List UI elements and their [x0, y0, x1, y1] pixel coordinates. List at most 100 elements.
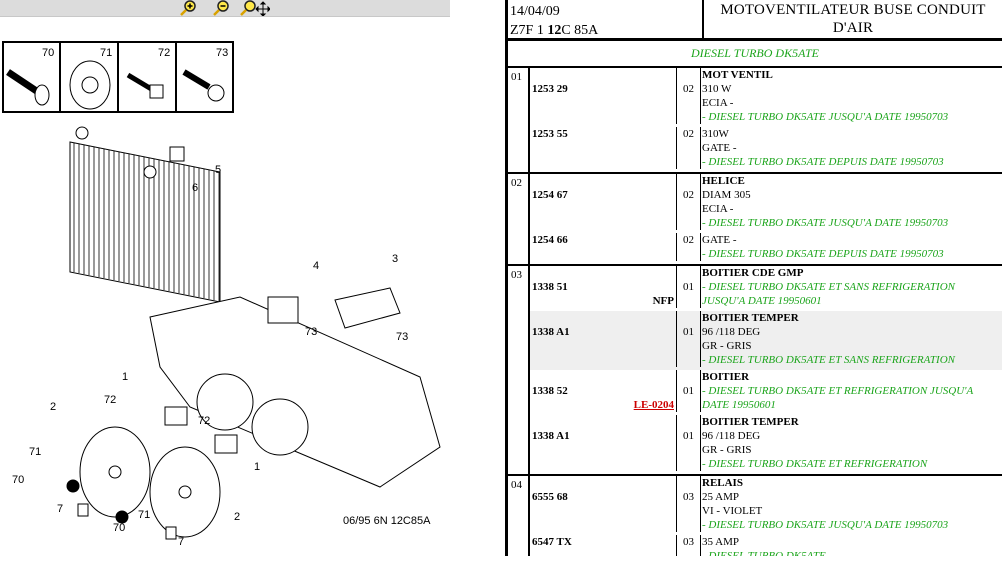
- callout-72b: 72: [198, 415, 210, 427]
- callout-5: 5: [215, 164, 221, 176]
- callout-72: 72: [104, 394, 116, 406]
- callout-70b: 70: [113, 522, 125, 534]
- callout-7b: 7: [178, 536, 184, 548]
- diagram-toolbar: [0, 0, 450, 17]
- description-line: 96 /118 DEG: [702, 430, 761, 442]
- section-heading: DIESEL TURBO DK5ATE: [508, 41, 1002, 68]
- date: 14/04/09: [510, 4, 560, 19]
- applicability-text: - DIESEL TURBO DK5ATE DEPUIS DATE 199507…: [702, 156, 944, 168]
- callout-6: 6: [192, 182, 198, 194]
- box-label-71: 71: [100, 47, 112, 59]
- part-number: 1254 66: [532, 234, 568, 246]
- description-line: 25 AMP: [702, 491, 739, 503]
- applicability-text: - DIESEL TURBO DK5ATE ET REFRIGERATION J…: [702, 385, 974, 397]
- callout-73: 73: [305, 326, 317, 338]
- description-line: 310 W: [702, 83, 732, 95]
- part-title: RELAIS: [702, 477, 743, 489]
- applicability-text: - DIESEL TURBO DK5ATE: [702, 550, 826, 556]
- quantity: 03: [683, 536, 694, 548]
- code-bold: 12: [547, 23, 562, 38]
- description-line: DIAM 305: [702, 189, 751, 201]
- group-number: 02: [508, 174, 530, 264]
- part-title: BOITIER CDE GMP: [702, 267, 804, 279]
- callout-labels: 1 1 2 2 3 4 5 6 7 7 70 70 71 71 72 72 73…: [12, 164, 408, 548]
- callout-1: 1: [122, 371, 128, 383]
- zoom-in-icon: [180, 0, 196, 16]
- part-title: BOITIER TEMPER: [702, 416, 799, 428]
- title-line-1: MOTOVENTILATEUR BUSE CONDUIT: [720, 2, 986, 18]
- description-line: VI - VIOLET: [702, 505, 763, 517]
- relay-and-controller: [143, 146, 401, 329]
- applicability-text: - DIESEL TURBO DK5ATE ET SANS REFRIGERAT…: [702, 281, 955, 293]
- zoom-out-button[interactable]: [213, 0, 231, 16]
- box-label-72: 72: [158, 47, 170, 59]
- page-title: MOTOVENTILATEUR BUSE CONDUIT D'AIR: [704, 0, 1002, 38]
- callout-2b: 2: [234, 511, 240, 523]
- applicability-text: - DIESEL TURBO DK5ATE ET REFRIGERATION: [702, 458, 928, 470]
- fastener-boxes: 70 71 72 73: [2, 41, 234, 113]
- description-line: 96 /118 DEG: [702, 326, 761, 338]
- description-line: ECIA -: [702, 203, 734, 215]
- zoom-move-icon: [240, 0, 271, 17]
- description-line: 35 AMP: [702, 536, 739, 548]
- part-title: HELICE: [702, 175, 745, 187]
- description-line: GR - GRIS: [702, 444, 752, 456]
- applicability-text: - DIESEL TURBO DK5ATE JUSQU'A DATE 19950…: [702, 111, 949, 123]
- quantity: 01: [683, 326, 694, 338]
- applicability-text: JUSQU'A DATE 19950601: [702, 295, 822, 307]
- radiator: [69, 126, 221, 303]
- table-row[interactable]: 1253 55 02 310W GATE - - DIESEL TURBO DK5ATE…: [530, 127, 1002, 172]
- group-number: 03: [508, 266, 530, 474]
- callout-1b: 1: [254, 461, 260, 473]
- parts-table: 14/04/09 Z7F 1 12C 85A MOTOVENTILATEUR B…: [505, 0, 1002, 556]
- quantity: 01: [683, 430, 694, 442]
- part-number: 6555 68: [532, 491, 568, 503]
- part-number: 1254 67: [532, 189, 568, 201]
- table-row[interactable]: 1338 A1 01 BOITIER TEMPER 96 /118 DEG GR - G…: [530, 415, 1002, 474]
- note-link[interactable]: LE-0204: [633, 399, 674, 411]
- description-line: ECIA -: [702, 97, 734, 109]
- applicability-text: DATE 19950601: [702, 399, 776, 411]
- description-line: GATE -: [702, 142, 737, 154]
- quantity: 01: [683, 281, 694, 293]
- zoom-in-button[interactable]: [180, 0, 198, 16]
- quantity: 03: [683, 491, 694, 503]
- box-label-70: 70: [42, 47, 54, 59]
- quantity: 02: [683, 83, 694, 95]
- table-row[interactable]: 6555 68 03 RELAIS 25 AMP VI - VIOLET - DIESEL…: [530, 476, 1002, 535]
- part-number: 1338 A1: [532, 430, 570, 442]
- callout-71: 71: [29, 446, 41, 458]
- description-line: 310W: [702, 128, 729, 140]
- reference-code: Z7F 1 12C 85A: [510, 21, 702, 40]
- group-number: 04: [508, 476, 530, 556]
- part-number: 1338 51: [532, 281, 568, 293]
- exploded-diagram-panel: 70 71 72 73 1 1 2 2 3 4 5 6 7 7 70 70 71…: [0, 0, 450, 564]
- group-number: 01: [508, 68, 530, 172]
- quantity: 02: [683, 128, 694, 140]
- part-title: BOITIER TEMPER: [702, 312, 799, 324]
- applicability-text: - DIESEL TURBO DK5ATE JUSQU'A DATE 19950…: [702, 519, 949, 531]
- part-number: 1253 55: [532, 128, 568, 140]
- zoom-pan-button[interactable]: [240, 0, 271, 17]
- applicability-text: - DIESEL TURBO DK5ATE JUSQU'A DATE 19950…: [702, 217, 949, 229]
- description-line: GATE -: [702, 234, 737, 246]
- callout-73b: 73: [396, 331, 408, 343]
- callout-70: 70: [12, 474, 24, 486]
- fans: [66, 406, 238, 540]
- applicability-text: - DIESEL TURBO DK5ATE DEPUIS DATE 199507…: [702, 248, 944, 260]
- zoom-out-icon: [213, 0, 229, 16]
- callout-71b: 71: [138, 509, 150, 521]
- part-number: 1253 29: [532, 83, 568, 95]
- part-title: BOITIER: [702, 371, 750, 383]
- applicability-text: - DIESEL TURBO DK5ATE ET SANS REFRIGERAT…: [702, 354, 955, 366]
